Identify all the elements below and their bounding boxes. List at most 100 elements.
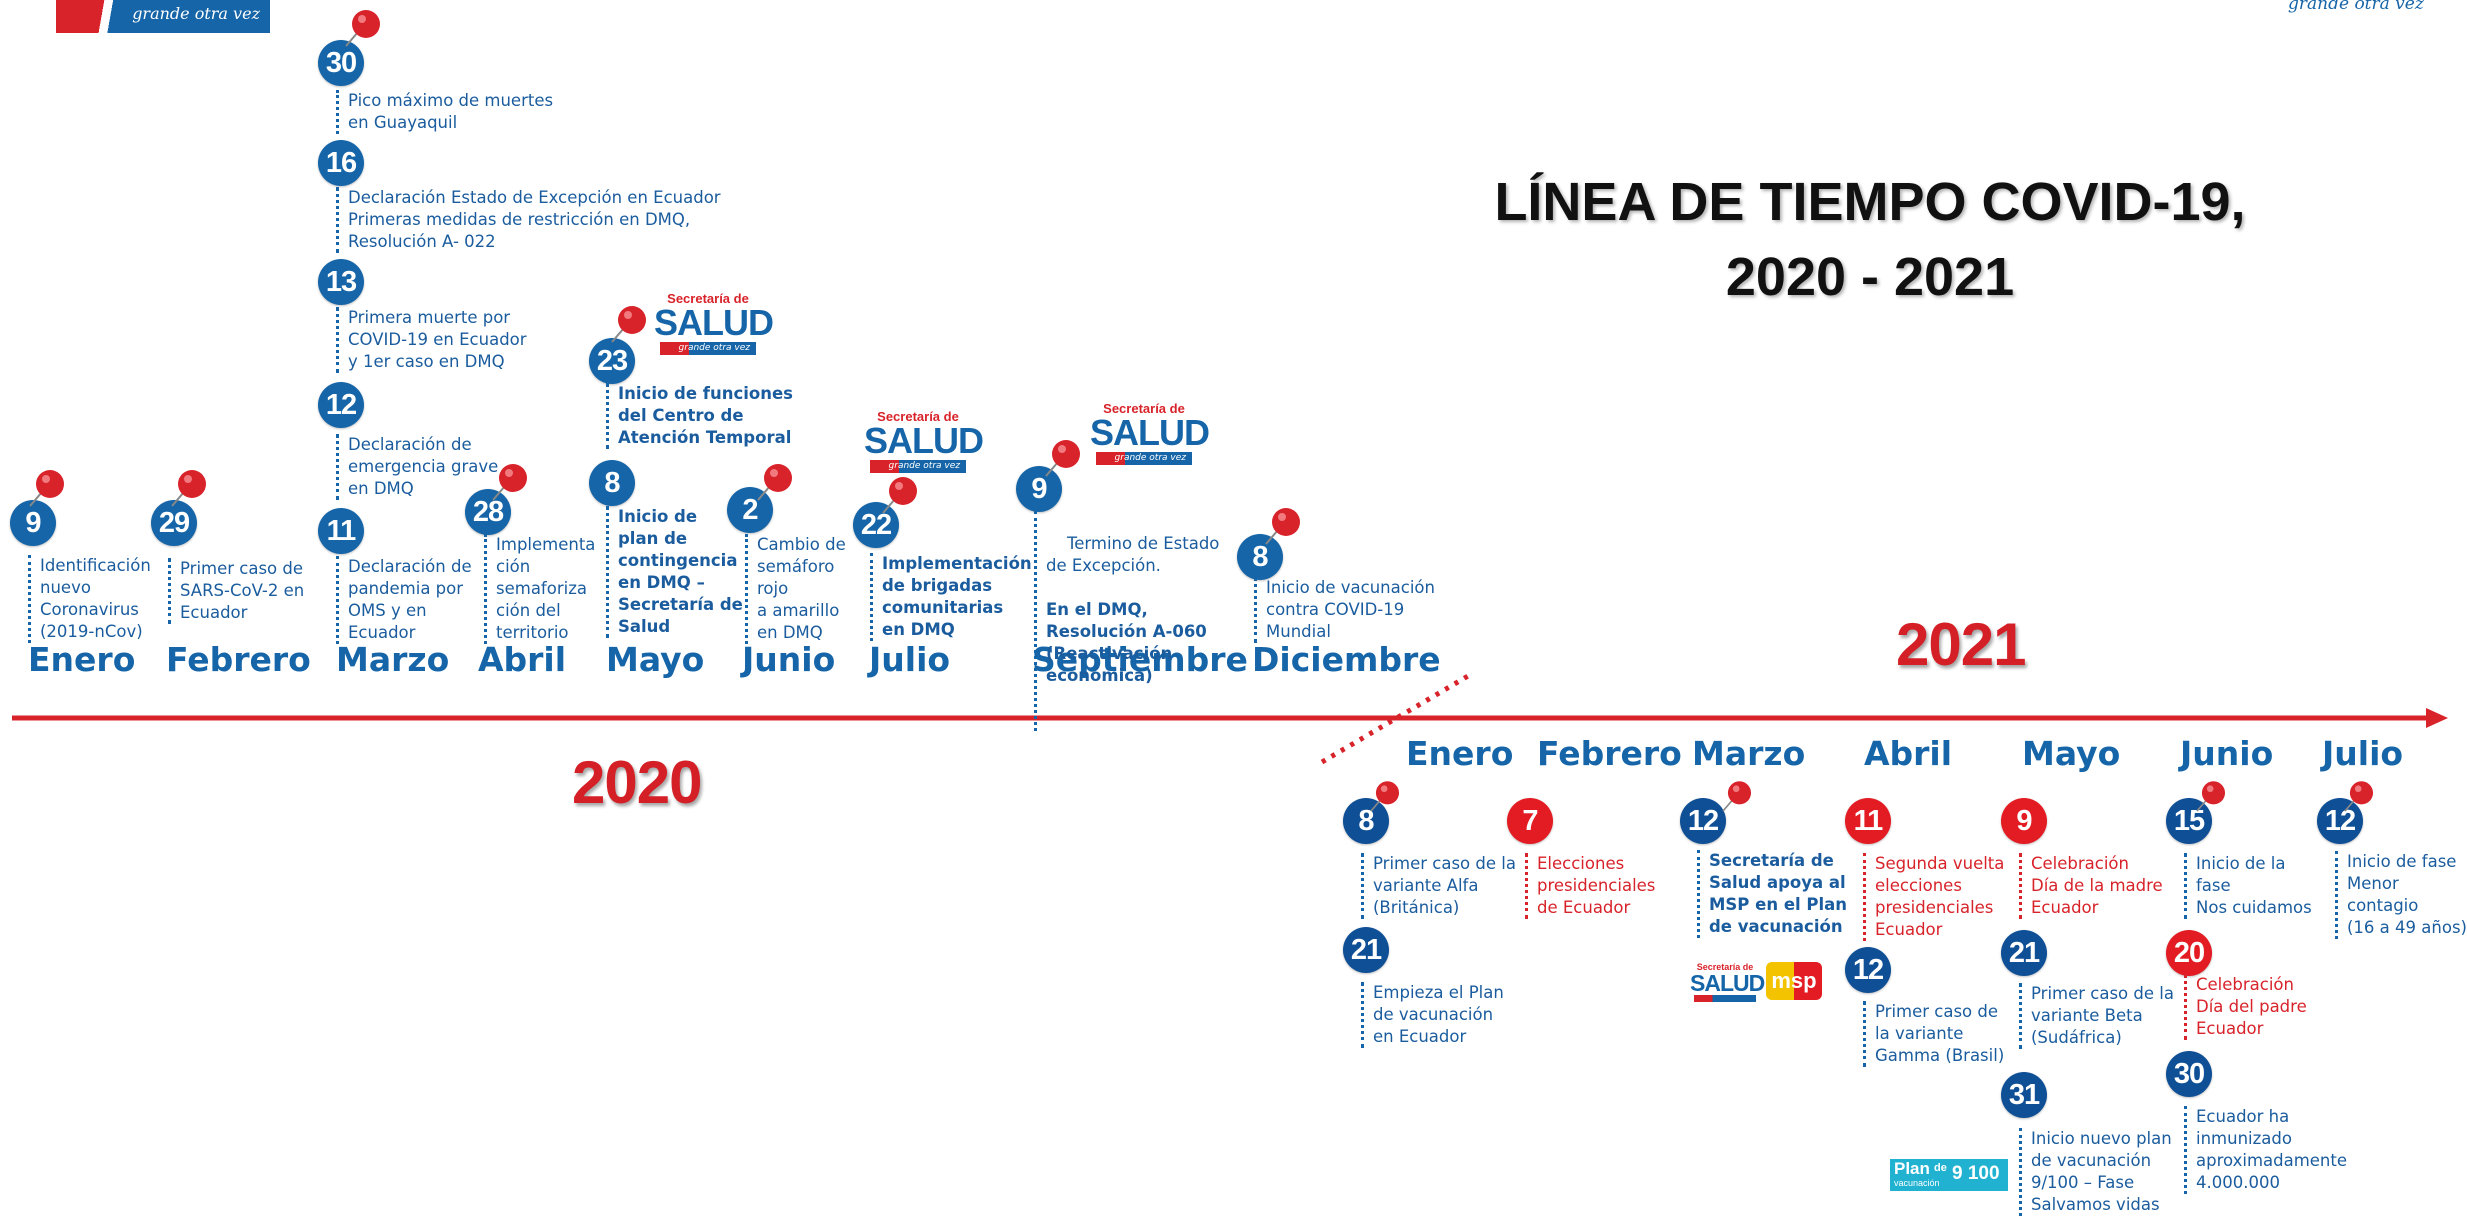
date-badge-2020-02-29: 29 (151, 500, 197, 546)
event-2021-04-11: Segunda vuelta elecciones presidenciales… (1863, 853, 2004, 941)
secretaria-salud-logo: Secretaría de SALUD grande otra vez (864, 409, 984, 474)
month-2021-febrero: Febrero (1537, 734, 1682, 773)
month-2021-junio: Junio (2180, 734, 2274, 773)
date-badge-2020-07-22: 22 (853, 502, 899, 548)
pushpin-icon (1722, 781, 1752, 812)
month-2021-marzo: Marzo (1692, 734, 1806, 773)
event-2021-06-15: Inicio de la fase Nos cuidamos (2184, 853, 2312, 919)
salud-logo-tag: grande otra vez (660, 342, 756, 355)
plan-logo-number: 9 100 (1952, 1163, 2000, 1184)
pushpin-icon (1045, 440, 1080, 477)
month-2020-abril: Abril (478, 640, 567, 679)
date-badge-2020-06-02: 2 (727, 487, 773, 533)
brand-slogan-left: grande otra vez (132, 4, 260, 23)
pushpin-icon (29, 470, 64, 507)
salud-logo-tag: grande otra vez (870, 460, 966, 473)
salud-logo-top: Secretaría de (1103, 401, 1185, 416)
event-2021-07-12: Inicio de fase Menor contagio (16 a 49 a… (2335, 851, 2467, 939)
month-2020-mayo: Mayo (606, 640, 705, 679)
date-badge-2020-12-08: 8 (1237, 534, 1283, 580)
msp-logo: msp (1766, 962, 1822, 1000)
msp-logo-text: msp (1771, 968, 1817, 993)
month-2020-marzo: Marzo (336, 640, 450, 679)
event-2021-06-20: Celebración Día del padre Ecuador (2184, 974, 2307, 1040)
event-2021-04-12: Primer caso de la variante Gamma (Brasil… (1863, 1001, 2004, 1067)
pushpin-icon (1370, 781, 1400, 812)
date-badge-2021-07-12: 12 (2317, 798, 2363, 844)
salud-logo-word: SALUD (1690, 970, 1765, 996)
pushpin-icon (1265, 508, 1300, 545)
date-badge-2020-03-12: 12 (318, 382, 364, 428)
salud-logo-top: Secretaría de (1696, 962, 1754, 972)
title-line-2: 2020 - 2021 (1725, 247, 2015, 307)
event-2020-03-16: Declaración Estado de Excepción en Ecuad… (336, 187, 721, 253)
event-2020-09-09: Termino de Estado de Excepción. En el DM… (1034, 511, 1219, 731)
plan-logo-de: de (1934, 1162, 1947, 1174)
date-badge-2021-05-21: 21 (2001, 930, 2047, 976)
plan-vacunacion-logo: Plan de vacunación 9 100 (1890, 1159, 2008, 1191)
date-badge-2021-01-08: 8 (1343, 798, 1389, 844)
month-2021-mayo: Mayo (2022, 734, 2121, 773)
event-2020-09-09-normal: Termino de Estado de Excepción. (1046, 534, 1220, 575)
page-title: LÍNEA DE TIEMPO COVID-19, 2020 - 2021 (1370, 165, 2370, 315)
pushpin-icon (757, 464, 792, 501)
event-2020-05-23: Inicio de funciones del Centro de Atenci… (606, 383, 793, 449)
event-2021-05-09: Celebración Día de la madre Ecuador (2019, 853, 2163, 919)
month-2021-enero: Enero (1406, 734, 1514, 773)
date-badge-2020-03-11: 11 (318, 508, 364, 554)
event-2020-05-08: Inicio de plan de contingencia en DMQ – … (606, 506, 743, 638)
event-2020-09-09-bold: En el DMQ, Resolución A-060 (Reactivació… (1046, 600, 1207, 685)
pushpin-icon (2196, 781, 2226, 812)
secretaria-salud-logo: Secretaría de SALUD grande otra vez (654, 292, 774, 356)
date-badge-2020-05-23: 23 (589, 338, 635, 384)
date-badge-2020-09-09: 9 (1016, 466, 1062, 512)
title-line-1: LÍNEA DE TIEMPO COVID-19, (1494, 172, 2246, 232)
date-badge-2021-05-09: 9 (2001, 798, 2047, 844)
pushpin-icon (611, 306, 646, 343)
date-badge-2020-01-09: 9 (10, 500, 56, 546)
event-2021-01-08: Primer caso de la variante Alfa (Británi… (1361, 853, 1516, 919)
event-2020-07-22: Implementación de brigadas comunitarias … (870, 553, 1032, 641)
brand-slogan-right: grande otra vez (2288, 0, 2424, 14)
salud-logo-tag (1694, 995, 1756, 1002)
event-2021-06-30: Ecuador ha inmunizado aproximadamente 4.… (2184, 1106, 2347, 1194)
event-2020-03-11: Declaración de pandemia por OMS y en Ecu… (336, 556, 472, 644)
date-badge-2021-04-12: 12 (1845, 947, 1891, 993)
date-badge-2021-01-21: 21 (1343, 927, 1389, 973)
date-badge-2020-03-13: 13 (318, 259, 364, 305)
event-2020-03-13: Primera muerte por COVID-19 en Ecuador y… (336, 307, 527, 373)
pushpin-icon (882, 477, 917, 514)
event-2021-02-07: Elecciones presidenciales de Ecuador (1525, 853, 1655, 919)
event-2021-05-31: Inicio nuevo plan de vacunación 9/100 – … (2019, 1128, 2172, 1216)
month-2020-julio: Julio (869, 640, 951, 679)
event-2020-06-02: Cambio de semáforo rojo a amarillo en DM… (745, 534, 846, 644)
plan-logo-sub: vacunación (1894, 1178, 1940, 1188)
date-badge-2021-04-11: 11 (1845, 798, 1891, 844)
salud-logo-top: Secretaría de (877, 409, 959, 424)
month-2020-diciembre: Diciembre (1252, 640, 1441, 679)
event-2020-01-09: Identificación nuevo Coronavirus (2019-n… (28, 555, 151, 643)
pushpin-icon (171, 470, 206, 507)
date-badge-2021-05-31: 31 (2001, 1072, 2047, 1118)
salud-logo-word: SALUD (654, 302, 774, 343)
event-2021-05-21: Primer caso de la variante Beta (Sudáfri… (2019, 983, 2174, 1049)
month-2020-febrero: Febrero (166, 640, 311, 679)
month-2020-junio: Junio (742, 640, 836, 679)
date-badge-2021-03-12: 12 (1680, 798, 1726, 844)
brand-banner-left: grande otra vez (56, 0, 270, 33)
month-2020-enero: Enero (28, 640, 136, 679)
event-2021-01-21: Empieza el Plan de vacunación en Ecuador (1361, 982, 1504, 1048)
date-badge-2020-03-30: 30 (318, 40, 364, 86)
event-2021-03-12: Secretaría de Salud apoya al MSP en el P… (1697, 850, 1847, 938)
month-2021-abril: Abril (1864, 734, 1953, 773)
plan-logo-word: Plan (1894, 1159, 1930, 1178)
date-badge-2020-04-28: 28 (465, 489, 511, 535)
pushpin-icon (2344, 781, 2374, 812)
event-2020-12-08: Inicio de vacunación contra COVID-19 Mun… (1254, 577, 1435, 643)
date-badge-2021-02-07: 7 (1507, 798, 1553, 844)
month-2021-julio: Julio (2322, 734, 2404, 773)
event-2020-02-29: Primer caso de SARS-CoV-2 en Ecuador (168, 558, 304, 624)
date-badge-2020-05-08: 8 (589, 460, 635, 506)
event-2020-04-28: Implementa ción semaforiza ción del terr… (484, 534, 595, 644)
